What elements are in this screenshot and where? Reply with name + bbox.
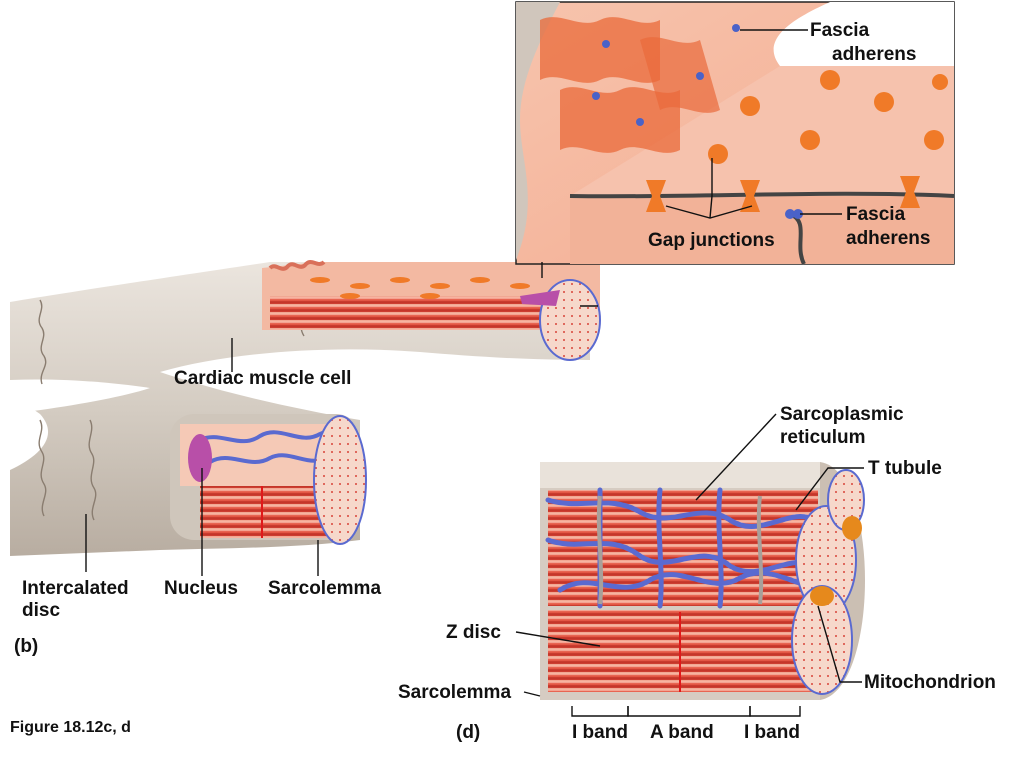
mitochondrion-label: Mitochondrion bbox=[864, 672, 996, 693]
figure-caption: Figure 18.12c, d bbox=[10, 719, 131, 736]
i-band-right-label: I band bbox=[744, 722, 800, 743]
inset-box bbox=[515, 1, 955, 265]
z-disc-label: Z disc bbox=[446, 622, 501, 643]
fascia-adherens-top-label-line2: adherens bbox=[832, 44, 916, 65]
intercalated-disc-label-line1: Intercalated bbox=[22, 578, 129, 599]
fascia-adherens-bottom-label-line2: adherens bbox=[846, 228, 930, 249]
panel-d-cylinder bbox=[540, 462, 865, 700]
nucleus-label: Nucleus bbox=[164, 578, 238, 599]
cardiac-muscle-cell-label: Cardiac muscle cell bbox=[174, 368, 351, 389]
t-tubule-label: T tubule bbox=[868, 458, 942, 479]
fascia-adherens-bottom-label-line1: Fascia bbox=[846, 204, 906, 225]
i-band-left-label: I band bbox=[572, 722, 628, 743]
sarcolemma-d-label: Sarcolemma bbox=[398, 682, 511, 703]
a-band-label: A band bbox=[650, 722, 714, 743]
sarcoplasmic-reticulum-label-line1: Sarcoplasmic bbox=[780, 404, 904, 425]
sarcolemma-b-label: Sarcolemma bbox=[268, 578, 381, 599]
gap-junctions-label: Gap junctions bbox=[648, 230, 775, 251]
upper-branch-cutaway bbox=[262, 260, 601, 361]
intercalated-disc-label-line2: disc bbox=[22, 600, 60, 621]
panel-b-label: (b) bbox=[14, 636, 38, 657]
fascia-adherens-top-label-line1: Fascia bbox=[810, 20, 870, 41]
sarcoplasmic-reticulum-label-line2: reticulum bbox=[780, 427, 866, 448]
panel-d-label: (d) bbox=[456, 722, 480, 743]
leader-lines bbox=[85, 29, 864, 717]
lower-branch-bundle bbox=[170, 414, 367, 545]
cardiac-cell-body bbox=[10, 262, 590, 556]
